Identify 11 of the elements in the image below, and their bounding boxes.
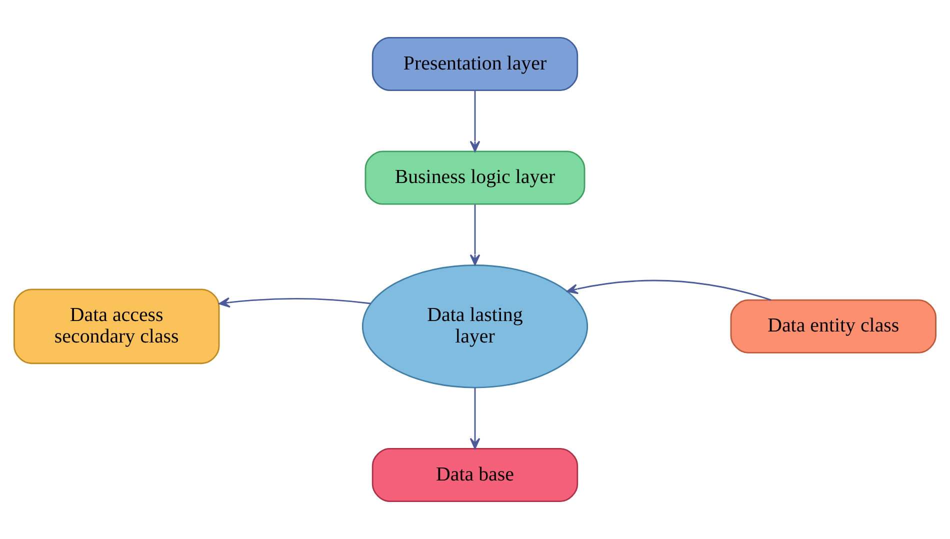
node-box: Business logic layer: [364, 150, 586, 205]
arrow: [470, 388, 480, 450]
arrow: [218, 297, 371, 308]
arrow: [470, 204, 480, 266]
node-box: Data base: [372, 448, 578, 502]
node-ellipse: Data lasting layer: [362, 264, 588, 388]
arrow: [566, 280, 772, 301]
arrow: [470, 90, 480, 152]
node-box: Data access secondary class: [14, 288, 220, 364]
node-box: Data entity class: [730, 299, 936, 354]
node-box: Presentation layer: [372, 36, 578, 92]
